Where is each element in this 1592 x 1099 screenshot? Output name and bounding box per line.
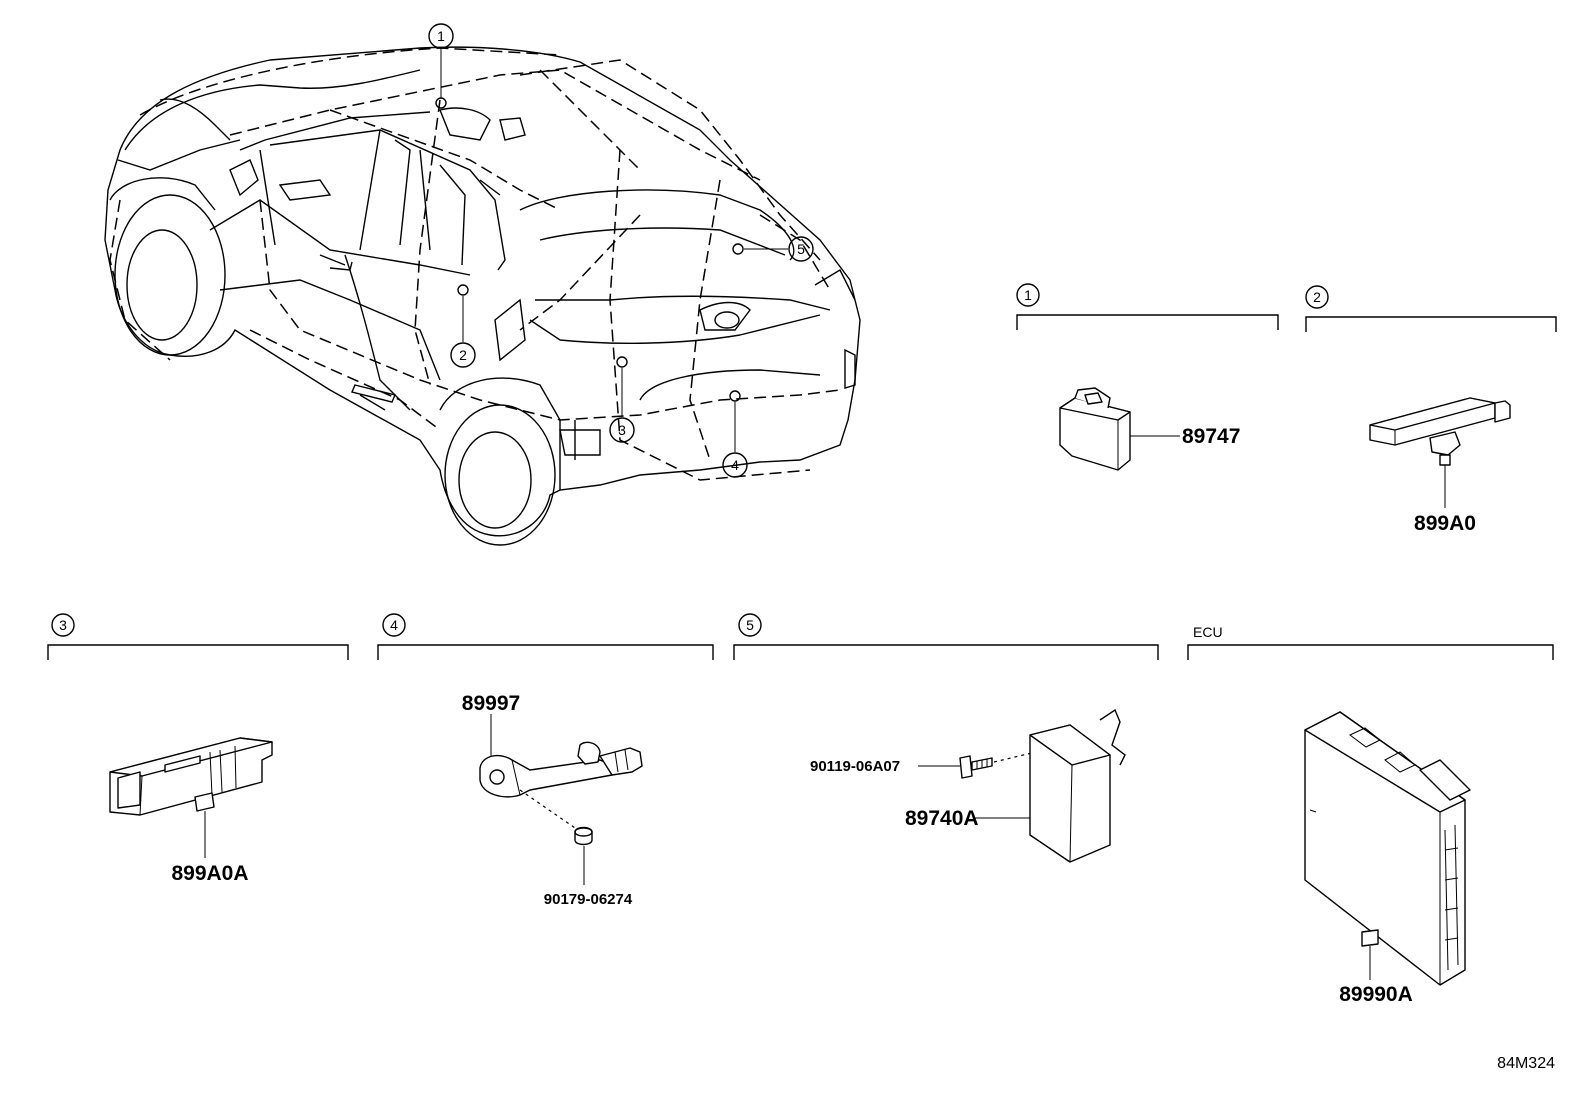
- marker-2: [457, 284, 469, 296]
- group-ecu-header: ECU: [1193, 624, 1223, 640]
- group-2: 2 899A0: [1305, 285, 1557, 535]
- group-5: 5 90119-06A07 89740A: [733, 613, 1159, 863]
- svg-text:5: 5: [797, 241, 805, 257]
- part-899A0A-label: 899A0A: [171, 862, 248, 885]
- group-1-number: 1: [1024, 287, 1032, 303]
- part-90119-06A07-drawing: [959, 755, 993, 779]
- group-ecu: ECU 89990A: [1187, 624, 1554, 1006]
- callout-2: 2: [450, 342, 476, 368]
- callout-5: 5: [788, 236, 814, 262]
- part-899A0A-drawing: [109, 737, 273, 816]
- part-89747-drawing: [1059, 387, 1131, 471]
- part-90119-06A07-label: 90119-06A07: [810, 758, 900, 775]
- part-899A0-label: 899A0: [1414, 512, 1476, 535]
- part-89740A-drawing: [1029, 708, 1126, 863]
- marker-1: [435, 97, 447, 109]
- part-89990A-drawing: [1304, 711, 1471, 986]
- svg-text:4: 4: [731, 457, 739, 473]
- callout-3: 3: [609, 417, 635, 443]
- part-89997-drawing: [479, 741, 643, 798]
- marker-5: [732, 243, 744, 255]
- callout-4: 4: [722, 452, 748, 478]
- group-1: 1 89747: [1016, 283, 1279, 471]
- part-89740A-label: 89740A: [905, 807, 979, 830]
- marker-3: [616, 356, 628, 368]
- group-3: 3 899A0A: [47, 613, 349, 885]
- part-89990A-label: 89990A: [1339, 983, 1413, 1006]
- part-90179-06274-label: 90179-06274: [544, 891, 633, 908]
- svg-text:2: 2: [459, 347, 467, 363]
- part-90179-06274-drawing: [574, 826, 593, 846]
- svg-text:3: 3: [618, 422, 626, 438]
- group-2-number: 2: [1313, 289, 1321, 305]
- part-89997-label: 89997: [462, 692, 520, 715]
- part-89747-label: 89747: [1182, 425, 1240, 448]
- group-3-number: 3: [59, 617, 67, 633]
- group-4: 4 89997 90179-06274: [377, 613, 714, 908]
- part-899A0-drawing: [1369, 397, 1511, 466]
- marker-4: [729, 390, 741, 402]
- diagram-code: 84M324: [1497, 1055, 1555, 1072]
- callout-1: 1: [428, 23, 454, 49]
- group-5-number: 5: [746, 617, 754, 633]
- svg-text:1: 1: [437, 28, 445, 44]
- vehicle-illustration: 1 2 3 4 5: [104, 23, 861, 546]
- group-4-number: 4: [390, 617, 398, 633]
